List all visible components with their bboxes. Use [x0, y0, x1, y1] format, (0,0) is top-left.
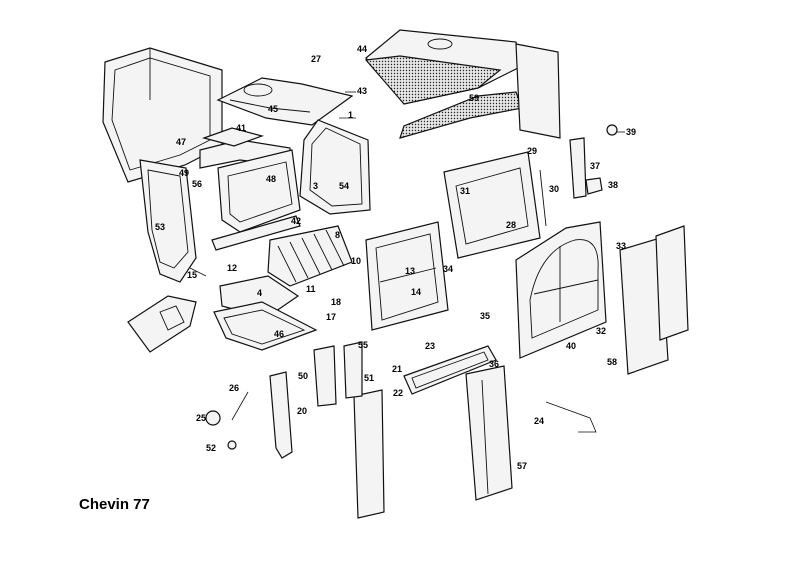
- inner-side-panel: [299, 119, 371, 215]
- callout-58: 58: [607, 357, 617, 367]
- left-side-panel: [139, 159, 197, 283]
- callout-11: 11: [306, 284, 316, 294]
- callout-30: 30: [549, 184, 559, 194]
- diagram-caption: Chevin 77: [79, 496, 150, 513]
- callout-59: 59: [469, 93, 479, 103]
- callout-37: 37: [590, 161, 600, 171]
- callout-44: 44: [357, 44, 367, 54]
- front-frame: [365, 221, 449, 331]
- callout-49: 49: [179, 168, 189, 178]
- callout-55: 55: [358, 340, 368, 350]
- front-leg-left: [313, 341, 385, 519]
- callout-22: 22: [393, 388, 403, 398]
- callout-39: 39: [626, 127, 636, 137]
- door-handle: [545, 401, 597, 433]
- top-plate: [216, 77, 354, 126]
- deflector-plates: [127, 295, 197, 353]
- callout-14: 14: [411, 287, 421, 297]
- callout-1: 1: [348, 110, 353, 120]
- callout-48: 48: [266, 174, 276, 184]
- main-door: [515, 221, 607, 359]
- callout-35: 35: [480, 311, 490, 321]
- callout-43: 43: [357, 86, 367, 96]
- callout-38: 38: [608, 180, 618, 190]
- callout-13: 13: [405, 266, 415, 276]
- right-side-panel: [619, 225, 689, 375]
- callout-45: 45: [268, 104, 278, 114]
- callout-12: 12: [227, 263, 237, 273]
- callout-52: 52: [206, 443, 216, 453]
- callout-36: 36: [489, 359, 499, 369]
- callout-26: 26: [229, 383, 239, 393]
- callout-3: 3: [313, 181, 318, 191]
- callout-57: 57: [517, 461, 527, 471]
- callout-46: 46: [274, 329, 284, 339]
- callout-32: 32: [596, 326, 606, 336]
- callout-29: 29: [527, 146, 537, 156]
- callout-27: 27: [311, 54, 321, 64]
- callout-leaders: [189, 91, 625, 277]
- callout-17: 17: [326, 312, 336, 322]
- door-glass-frame: [443, 151, 547, 259]
- front-leg-right: [465, 365, 513, 501]
- bottom-grate: [211, 215, 301, 251]
- callout-24: 24: [534, 416, 544, 426]
- control-plate: [403, 345, 497, 395]
- top-canopy: [364, 29, 523, 139]
- callout-53: 53: [155, 222, 165, 232]
- callout-47: 47: [176, 137, 186, 147]
- callout-4: 4: [257, 288, 262, 298]
- small-fittings: [205, 371, 293, 459]
- callout-15: 15: [187, 270, 197, 280]
- callout-20: 20: [297, 406, 307, 416]
- callout-8: 8: [335, 230, 340, 240]
- callout-40: 40: [566, 341, 576, 351]
- callout-33: 33: [616, 241, 626, 251]
- callout-18: 18: [331, 297, 341, 307]
- callout-42: 42: [291, 216, 301, 226]
- callout-25: 25: [196, 413, 206, 423]
- callout-28: 28: [506, 220, 516, 230]
- callout-31: 31: [460, 186, 470, 196]
- ash-pan: [213, 275, 318, 351]
- callout-23: 23: [425, 341, 435, 351]
- top-right-fittings: [569, 124, 618, 199]
- callout-54: 54: [339, 181, 349, 191]
- callout-51: 51: [364, 373, 374, 383]
- rear-panel: [515, 43, 561, 139]
- callout-56: 56: [192, 179, 202, 189]
- callout-41: 41: [236, 123, 246, 133]
- callout-34: 34: [443, 264, 453, 274]
- firebox-rear: [217, 149, 301, 233]
- callout-21: 21: [392, 364, 402, 374]
- callout-50: 50: [298, 371, 308, 381]
- grate-bars: [267, 225, 353, 287]
- callout-10: 10: [351, 256, 361, 266]
- callout-labels: 1 3 4 8 10 11 12 13 14 15 17 18 20 21 22…: [155, 44, 636, 471]
